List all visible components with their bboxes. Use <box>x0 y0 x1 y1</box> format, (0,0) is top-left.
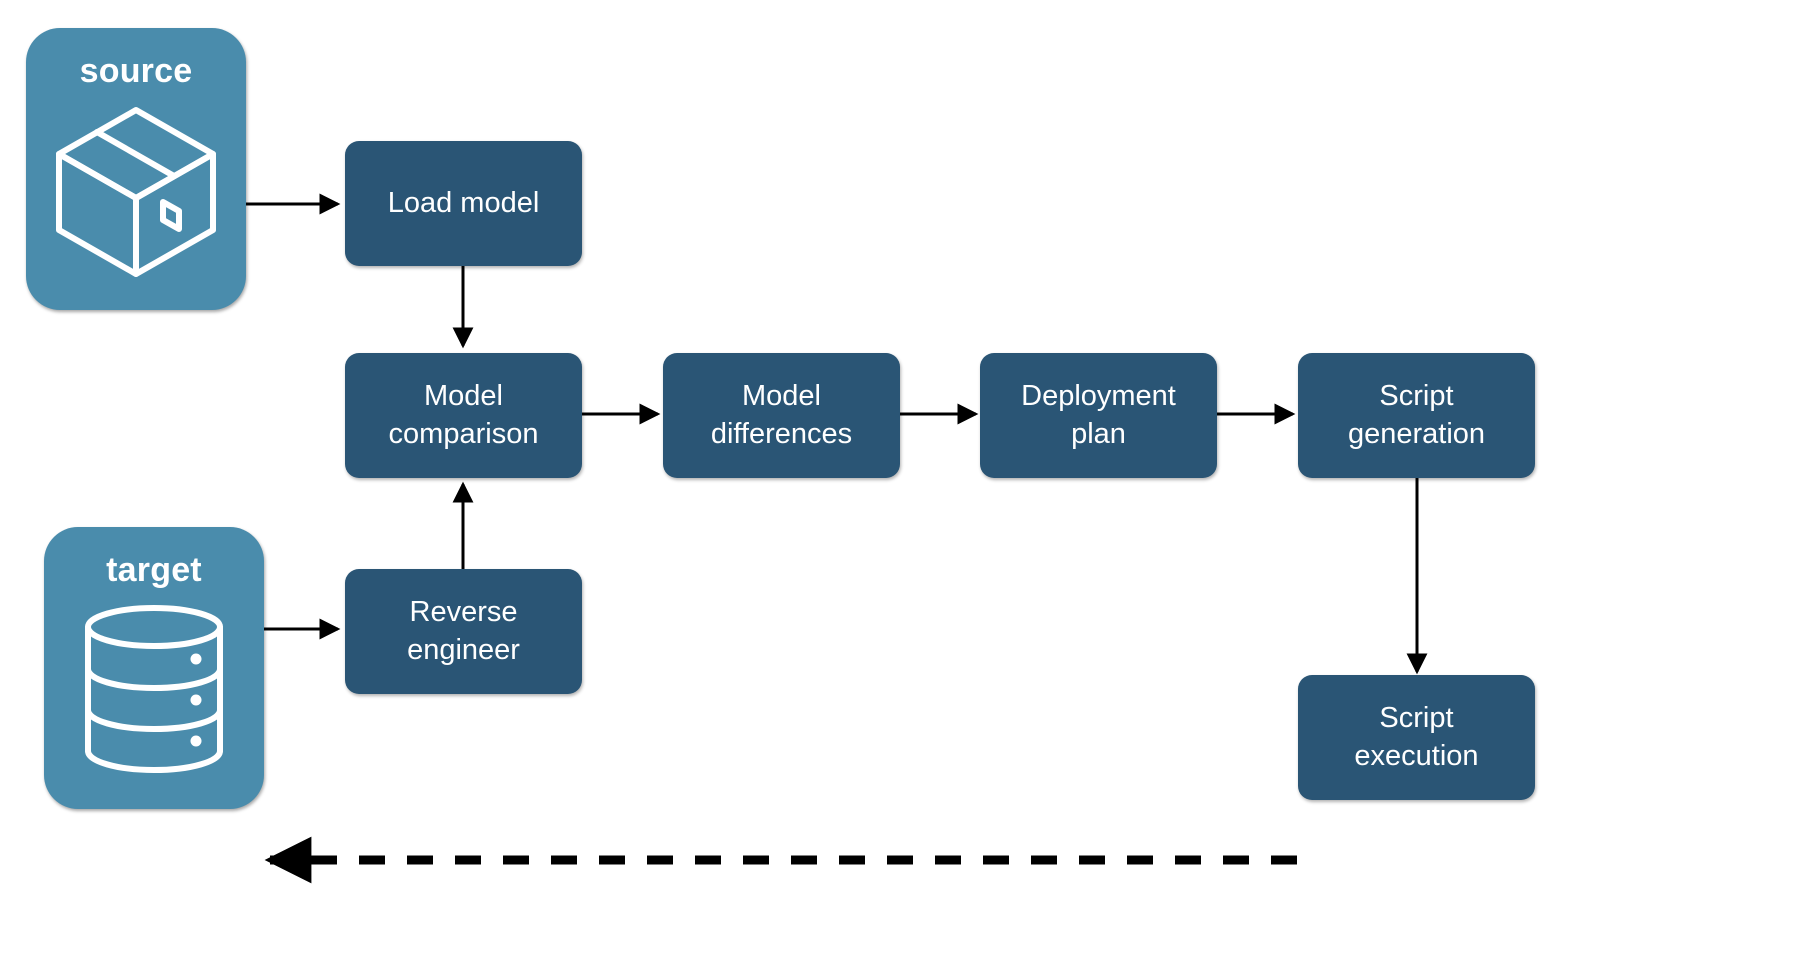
database-cylinder-icon <box>85 605 223 773</box>
node-model-comparison[interactable]: Model comparison <box>345 353 582 478</box>
node-label-script-execution: Script execution <box>1354 702 1479 772</box>
node-label-load-model: Load model <box>387 186 540 219</box>
node-script-execution[interactable]: Script execution <box>1298 675 1535 800</box>
node-label-reverse-engineer: Reverse engineer <box>407 596 520 666</box>
node-load-model[interactable]: Load model <box>345 141 582 266</box>
node-script-generation[interactable]: Script generation <box>1298 353 1535 478</box>
endpoint-card-source[interactable]: source <box>26 28 246 310</box>
node-label-script-generation: Script generation <box>1347 380 1486 450</box>
package-box-icon <box>56 107 216 277</box>
endpoint-label-source: source <box>79 52 193 90</box>
endpoint-card-target[interactable]: target <box>44 527 264 809</box>
node-reverse-engineer[interactable]: Reverse engineer <box>345 569 582 694</box>
node-label-model-comparison: Model comparison <box>388 380 539 450</box>
node-label-deployment-plan: Deployment plan <box>1021 380 1176 450</box>
node-model-differences[interactable]: Model differences <box>663 353 900 478</box>
node-deployment-plan[interactable]: Deployment plan <box>980 353 1217 478</box>
node-label-model-differences: Model differences <box>710 380 853 450</box>
endpoint-label-target: target <box>106 551 202 589</box>
